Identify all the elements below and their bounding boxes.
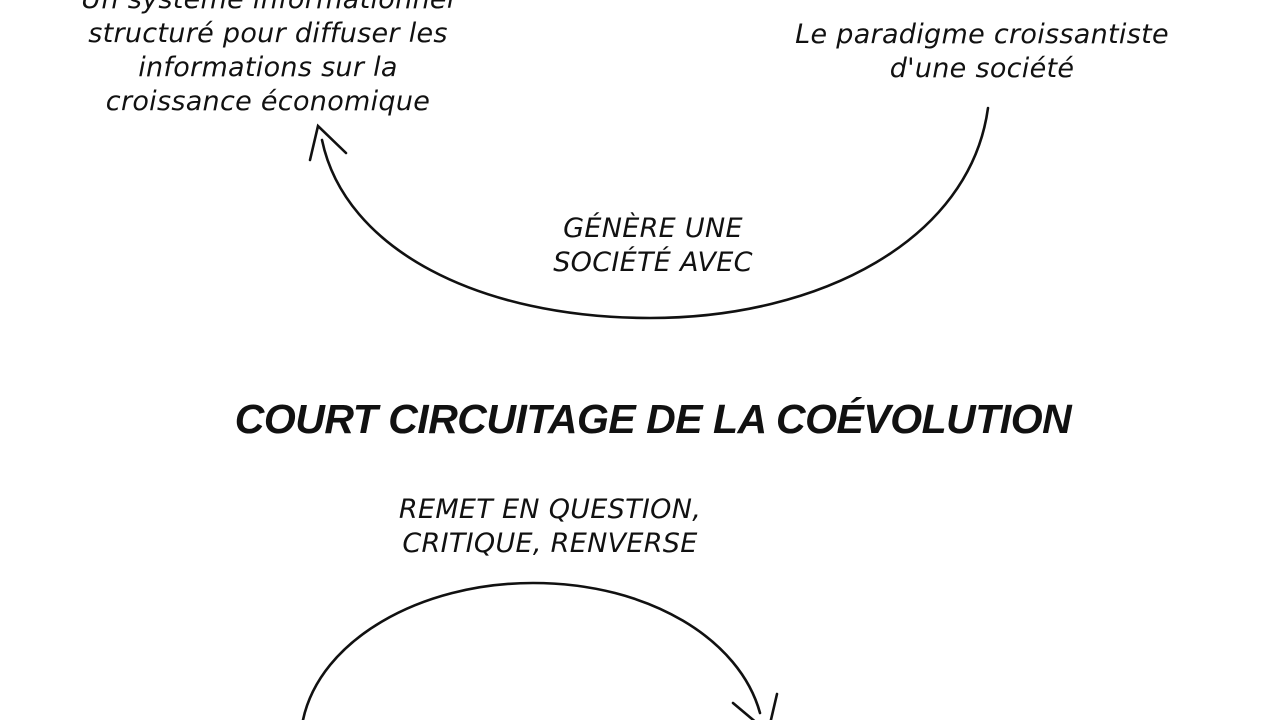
bottom-arrowhead-icon	[731, 692, 779, 720]
node-line: d'une société	[889, 53, 1075, 84]
label-line: GÉNÈRE UNE	[563, 213, 743, 244]
node-line: informations sur la	[138, 52, 398, 83]
node-information-system: Un système informationnel structuré pour…	[81, 0, 454, 119]
label-line: SOCIÉTÉ AVEC	[553, 247, 753, 278]
top-arrow-label: GÉNÈRE UNE SOCIÉTÉ AVEC	[553, 212, 753, 280]
node-line: Le paradigme croissantiste	[795, 19, 1169, 50]
node-line: structuré pour diffuser les	[88, 18, 448, 49]
label-line: REMET EN QUESTION,	[398, 494, 702, 525]
section-title: COURT CIRCUITAGE DE LA COÉVOLUTION	[234, 396, 1072, 442]
bottom-arrow-label: REMET EN QUESTION, CRITIQUE, RENVERSE	[399, 493, 701, 561]
top-arrowhead-icon	[308, 123, 348, 162]
node-growth-paradigm: Le paradigme croissantiste d'une société	[795, 18, 1169, 86]
node-line: Un système informationnel	[81, 0, 454, 17]
top-cycle-arrow	[320, 106, 990, 320]
bottom-cycle-arrow	[301, 581, 762, 720]
label-line: CRITIQUE, RENVERSE	[402, 528, 698, 559]
node-line: croissance économique	[105, 86, 431, 117]
